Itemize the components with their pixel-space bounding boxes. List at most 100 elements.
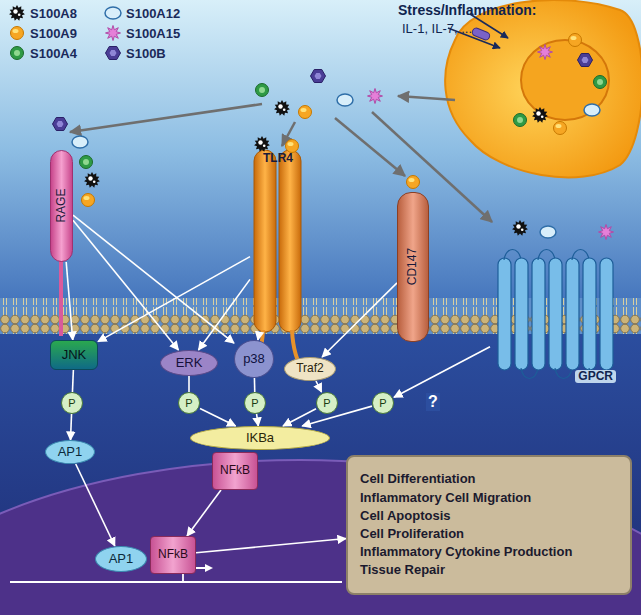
outcome-item: Cell Differentiation: [360, 470, 476, 488]
protein-symbol: [532, 107, 548, 123]
legend-text: S100A12: [126, 6, 180, 21]
protein-symbol: [540, 226, 556, 238]
node-label: AP1: [58, 445, 83, 459]
protein-symbol: [337, 94, 353, 106]
protein-symbol: [286, 140, 299, 153]
legend-text: S100A15: [126, 26, 180, 41]
legend-text: S100B: [126, 46, 166, 61]
protein-symbol: [584, 104, 600, 116]
protein-symbol: [554, 122, 567, 135]
phospho-circle: P: [316, 392, 338, 414]
legend-text: S100A4: [30, 46, 77, 61]
protein-symbol: [299, 106, 312, 119]
signal-arrow: [302, 406, 372, 426]
legend-symbol: [8, 44, 26, 62]
signal-arrow: [73, 220, 178, 350]
signal-arrow: [76, 464, 115, 546]
stimulus-label: IL-1, IL-7, ...: [402, 21, 472, 36]
legend-text: S100A9: [30, 26, 77, 41]
stimulus-label: Stress/Inflammation:: [398, 2, 536, 18]
protein-symbol: [578, 54, 593, 67]
signal-arrow: [98, 257, 250, 342]
receptor-rage: RAGE: [50, 150, 73, 262]
protein-symbol: [311, 70, 326, 83]
legend-item: S100A15: [104, 24, 180, 42]
node-label: P: [323, 397, 330, 409]
node-label: P: [379, 397, 386, 409]
legend-item: S100B: [104, 44, 166, 62]
node-label: NFkB: [158, 548, 188, 561]
node-label: IKBa: [246, 431, 274, 445]
protein-symbol: [80, 156, 93, 169]
signal-arrow: [322, 283, 397, 357]
signal-arrow: [187, 490, 221, 536]
legend-item: S100A12: [104, 4, 180, 22]
transcription-factor: AP1: [95, 546, 147, 572]
protein-symbol: [105, 7, 121, 19]
signal-arrow: [198, 279, 250, 350]
protein-symbol: [72, 136, 88, 148]
signal-arrow: [188, 376, 190, 392]
signal-arrow: [316, 381, 322, 392]
protein-symbol: [9, 5, 25, 21]
protein-symbol: [53, 118, 68, 131]
node-label: NFkB: [220, 464, 250, 477]
inhibitor-node: IKBa: [190, 426, 330, 450]
protein-symbol: [254, 136, 270, 152]
node-label: RAGE: [55, 189, 68, 223]
receptor-cd147: CD147: [397, 192, 429, 342]
edge-label: ?: [426, 393, 440, 411]
node-label: Traf2: [296, 362, 324, 375]
receptor-gpcr: GPCR: [490, 240, 620, 385]
protein-symbol: [256, 84, 269, 97]
protein-symbol: [368, 89, 383, 104]
receptor-tlr4: TLR4: [250, 148, 306, 334]
outcome-box: Cell DifferentiationInflammatory Cell Mi…: [346, 455, 632, 595]
signal-arrow: [257, 414, 259, 426]
signal-arrow: [66, 262, 73, 340]
legend-item: S100A9: [8, 24, 77, 42]
node-label: P: [251, 397, 258, 409]
protein-symbol: [538, 45, 553, 60]
node-label: CD147: [406, 248, 419, 285]
phospho-circle: P: [178, 392, 200, 414]
signal-arrow: [200, 408, 236, 426]
legend-symbol: [104, 24, 122, 42]
transcription-factor: NFkB: [150, 536, 196, 574]
legend-text: S100A8: [30, 6, 77, 21]
protein-symbol: [569, 34, 582, 47]
legend-symbol: [8, 24, 26, 42]
node-label: GPCR: [575, 370, 616, 383]
outcome-item: Cell Apoptosis: [360, 507, 451, 525]
protein-symbol: [11, 47, 24, 60]
outcome-item: Inflammatory Cell Migration: [360, 489, 531, 507]
signal-arrow: [70, 414, 71, 440]
node-label: JNK: [62, 348, 87, 362]
node-label: AP1: [109, 552, 134, 566]
transcription-factor: AP1: [45, 440, 95, 464]
protein-symbol: [106, 47, 121, 60]
legend-symbol: [104, 44, 122, 62]
signal-arrow: [258, 334, 259, 340]
outcome-item: Tissue Repair: [360, 561, 445, 579]
protein-symbol: [512, 220, 528, 236]
protein-symbol: [106, 26, 121, 41]
protein-symbol: [514, 114, 527, 127]
kinase-node: p38: [234, 340, 274, 378]
protein-symbol: [407, 176, 420, 189]
kinase-node: JNK: [50, 340, 98, 370]
protein-symbol: [274, 100, 290, 116]
phospho-circle: P: [372, 392, 394, 414]
signal-arrow: [196, 539, 346, 553]
outcome-item: Inflammatory Cytokine Production: [360, 543, 572, 561]
legend-symbol: [8, 4, 26, 22]
transcription-factor: NFkB: [212, 452, 258, 490]
phospho-circle: P: [61, 392, 83, 414]
phospho-circle: P: [244, 392, 266, 414]
legend-item: S100A8: [8, 4, 77, 22]
legend-item: S100A4: [8, 44, 77, 62]
protein-symbol: [594, 76, 607, 89]
signal-arrow: [254, 378, 256, 392]
signal-arrow: [72, 370, 75, 392]
protein-symbol: [11, 27, 24, 40]
